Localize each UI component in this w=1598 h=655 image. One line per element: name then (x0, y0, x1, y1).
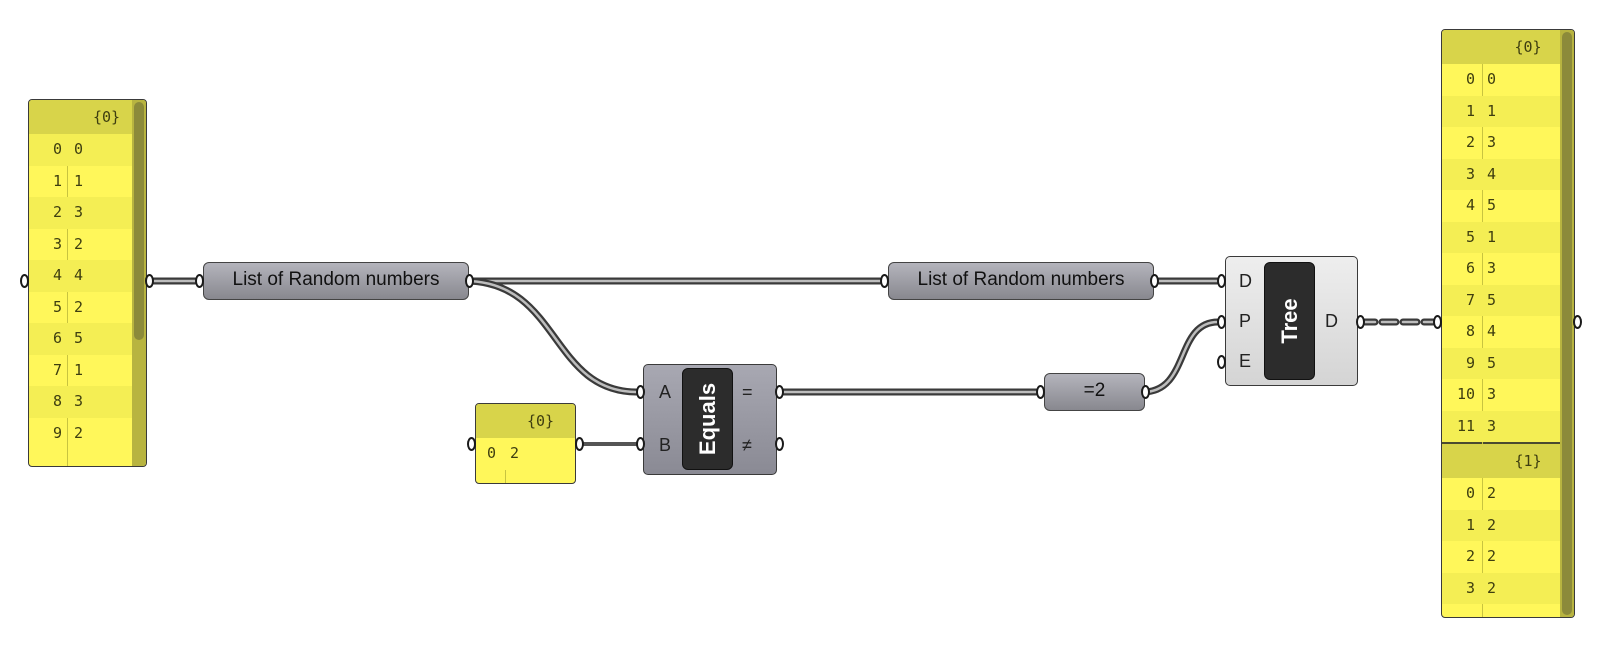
equals-input-a-label: A (659, 382, 672, 402)
panel-scrollbar[interactable] (1560, 30, 1574, 617)
equals-component[interactable]: A B Equals = ≠ (643, 364, 777, 475)
right-panel-output-grip[interactable] (1573, 315, 1582, 329)
small-panel-output-grip[interactable] (575, 437, 584, 451)
tree-input-p-grip[interactable] (1217, 315, 1226, 329)
equals-output-eq-label: = (742, 382, 753, 402)
relay2-output-grip[interactable] (1150, 274, 1159, 288)
equals-input-a-grip[interactable] (636, 385, 645, 399)
right-panel-input-grip[interactable] (1433, 315, 1442, 329)
equals-input-b-grip[interactable] (636, 437, 645, 451)
relay1-output-grip[interactable] (465, 274, 474, 288)
equals-component-core[interactable]: Equals (682, 368, 733, 470)
left-panel-input-grip[interactable] (20, 274, 29, 288)
tree-output-d-grip[interactable] (1356, 315, 1365, 329)
equals-output-neq-label: ≠ (742, 435, 752, 455)
tree-output-d-label: D (1325, 311, 1338, 331)
eq2-relay-output-grip[interactable] (1141, 385, 1150, 399)
tree-component[interactable]: D P E Tree D (1225, 256, 1358, 386)
branch-divider (1442, 442, 1574, 444)
panel-branch-header: {0} (526, 412, 555, 430)
panel-branch-header: {0} (1514, 38, 1542, 56)
tree-input-d-label: D (1239, 271, 1252, 291)
relay2-input-grip[interactable] (880, 274, 889, 288)
equals-output-neq-grip[interactable] (775, 437, 784, 451)
random-numbers-relay-2[interactable]: List of Random numbers (888, 262, 1154, 300)
tree-input-e-label: E (1239, 351, 1252, 371)
random-numbers-relay-1[interactable]: List of Random numbers (203, 262, 469, 300)
small-panel-input-grip[interactable] (467, 437, 476, 451)
tree-component-core[interactable]: Tree (1264, 262, 1315, 380)
wire-random1-to-equals-a (461, 277, 641, 396)
equals-output-eq-grip[interactable] (775, 385, 784, 399)
relay1-input-grip[interactable] (195, 274, 204, 288)
panel-scrollbar[interactable] (132, 100, 146, 466)
wire-eq2-to-tree-p (1139, 318, 1222, 396)
left-panel-output-grip[interactable] (145, 274, 154, 288)
tree-component-name: Tree (1276, 298, 1302, 344)
equals-input-b-label: B (659, 435, 672, 455)
panel-branch-header: {0} (92, 108, 121, 126)
scrollbar-thumb[interactable] (134, 102, 144, 340)
tree-input-d-grip[interactable] (1217, 274, 1226, 288)
equals-two-relay[interactable]: =2 (1044, 373, 1145, 411)
tree-input-e-grip[interactable] (1217, 355, 1226, 369)
scrollbar-thumb[interactable] (1562, 32, 1572, 615)
equals-component-name: Equals (694, 382, 720, 456)
tree-input-p-label: P (1239, 311, 1252, 331)
eq2-relay-input-grip[interactable] (1036, 385, 1045, 399)
panel-branch-header: {1} (1514, 452, 1542, 470)
